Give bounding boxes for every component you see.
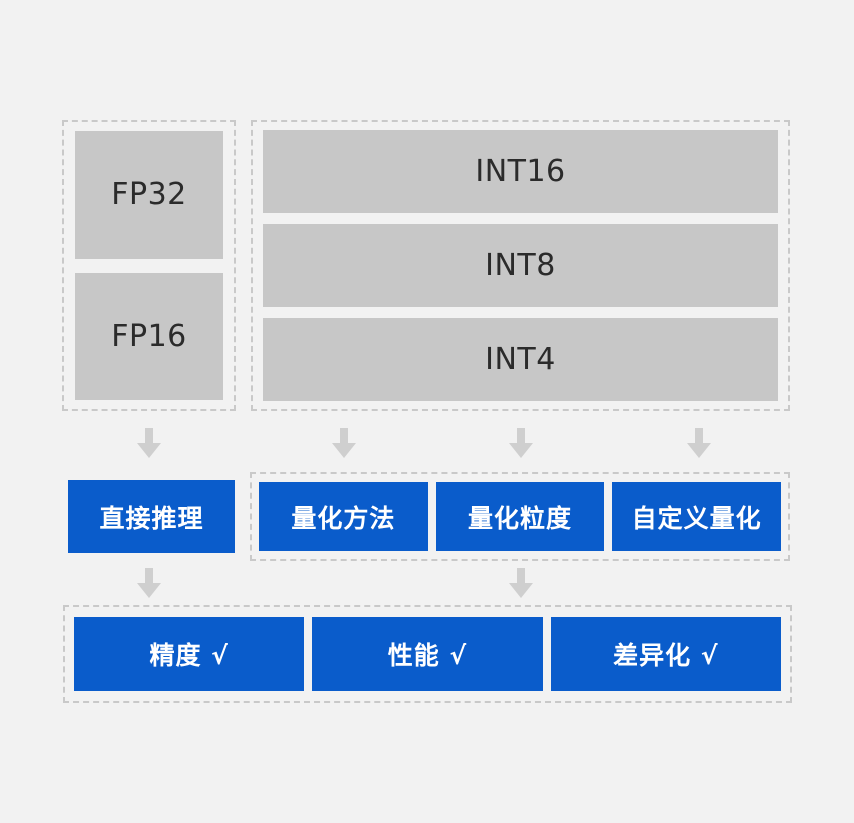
results-panel: 精度 √ 性能 √ 差异化 √	[63, 605, 792, 703]
performance-result-box: 性能 √	[312, 617, 543, 691]
differentiation-result-box: 差异化 √	[550, 617, 781, 691]
int16-box: INT16	[263, 130, 778, 213]
int8-box: INT8	[263, 224, 778, 307]
fp-formats-panel: FP32 FP16	[62, 120, 236, 411]
quant-granularity-box: 量化粒度	[435, 482, 605, 551]
int-formats-panel: INT16 INT8 INT4	[251, 120, 790, 411]
down-arrow-icon	[137, 428, 161, 458]
down-arrow-icon	[137, 568, 161, 598]
fp32-box: FP32	[75, 131, 223, 259]
int4-box: INT4	[263, 318, 778, 401]
down-arrow-icon	[509, 568, 533, 598]
down-arrow-icon	[332, 428, 356, 458]
fp16-box: FP16	[75, 272, 223, 400]
down-arrow-icon	[509, 428, 533, 458]
direct-inference-box: 直接推理	[68, 480, 235, 553]
down-arrow-icon	[687, 428, 711, 458]
custom-quant-box: 自定义量化	[612, 482, 782, 551]
quant-method-box: 量化方法	[259, 482, 428, 551]
precision-result-box: 精度 √	[74, 617, 305, 691]
quantization-options-panel: 量化方法 量化粒度 自定义量化	[250, 472, 790, 561]
